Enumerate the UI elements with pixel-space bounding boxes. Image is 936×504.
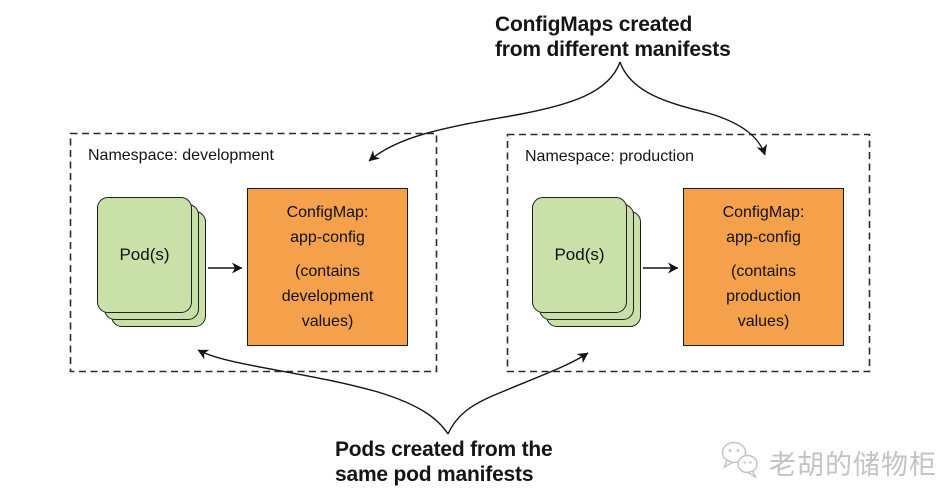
arrow-top-to-prod-configmap xyxy=(619,61,768,156)
watermark-text: 老胡的储物柜 xyxy=(769,450,936,480)
annotation-pods-created: Pods created from the same pod manifests xyxy=(335,438,553,486)
pod-card-front: Pod(s) xyxy=(532,197,627,313)
configmap-title: ConfigMap: app-config xyxy=(286,204,369,246)
configmap-detail: (contains production values) xyxy=(726,263,801,330)
wechat-logo-icon xyxy=(719,440,763,485)
arrow-bottom-to-prod-pods xyxy=(447,352,589,435)
configmap-box-production: ConfigMap: app-config (contains producti… xyxy=(683,188,844,346)
annotation-configmaps-created: ConfigMaps created from different manife… xyxy=(495,13,731,61)
arrow-top-to-dev-configmap xyxy=(368,61,621,162)
namespace-box-development xyxy=(69,132,438,373)
arrow-bottom-to-dev-pods xyxy=(197,349,449,435)
pod-stack-production: Pod(s) xyxy=(532,197,642,328)
pod-card-front: Pod(s) xyxy=(97,197,192,313)
watermark: 老胡的储物柜 xyxy=(719,440,936,485)
configmap-detail: (contains development values) xyxy=(281,263,374,330)
configmap-title: ConfigMap: app-config xyxy=(722,204,805,246)
namespace-label-development: Namespace: development xyxy=(88,147,274,164)
namespace-label-production: Namespace: production xyxy=(525,148,694,165)
pod-stack-development: Pod(s) xyxy=(97,197,207,328)
configmap-box-development: ConfigMap: app-config (contains developm… xyxy=(247,188,408,346)
